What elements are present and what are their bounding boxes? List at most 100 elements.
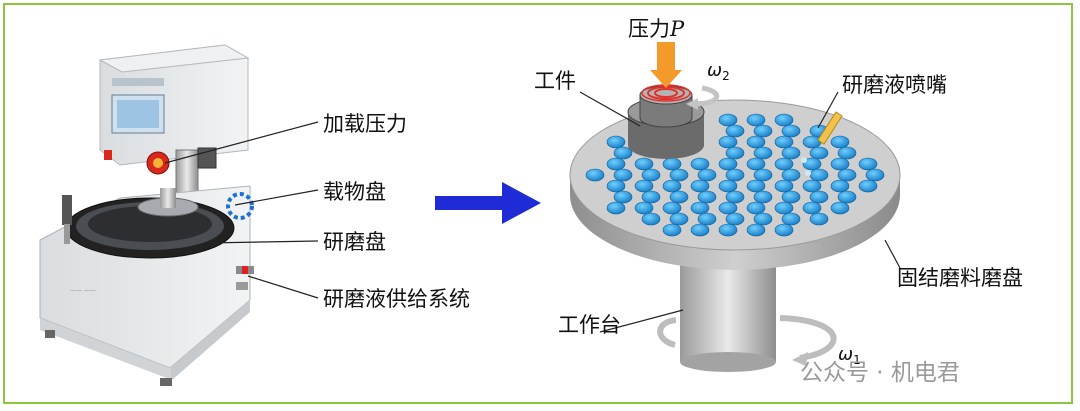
rotation-omega2-icon <box>694 85 719 107</box>
abrasive-pellet <box>774 223 794 237</box>
abrasive-pellet <box>746 135 766 149</box>
abrasive-pellet <box>718 201 738 215</box>
abrasive-pellet <box>725 124 745 138</box>
svg-text:—— ——: —— —— <box>70 287 96 294</box>
abrasive-pellet <box>809 212 829 226</box>
left-leader-lines <box>164 121 319 299</box>
abrasive-pellet <box>753 124 773 138</box>
abrasive-pellet <box>746 113 766 127</box>
abrasive-pellet <box>753 190 773 204</box>
abrasive-pellet <box>725 190 745 204</box>
abrasive-pellet <box>662 157 682 171</box>
label-workpiece: 工件 <box>534 69 576 93</box>
figure-frame <box>3 3 1073 404</box>
abrasive-pellet <box>606 201 626 215</box>
abrasive-pellet <box>718 157 738 171</box>
abrasive-pellet <box>718 113 738 127</box>
abrasive-pellet <box>725 146 745 160</box>
workpiece-assembly <box>627 84 705 159</box>
label-loading-pressure: 加载压力 <box>323 112 407 136</box>
abrasive-pellet <box>774 201 794 215</box>
label-pressure: 压力P <box>628 17 685 41</box>
label-nozzle: 研磨液喷嘴 <box>842 73 947 97</box>
abrasive-pellet <box>606 157 626 171</box>
abrasive-pellet <box>718 223 738 237</box>
abrasive-pellet <box>858 179 878 193</box>
abrasive-pellet <box>613 168 633 182</box>
label-grinding-plate: 研磨盘 <box>323 230 386 254</box>
abrasive-pellet <box>634 179 654 193</box>
abrasive-pellet <box>669 212 689 226</box>
abrasive-pellet <box>669 168 689 182</box>
abrasive-pellet <box>830 135 850 149</box>
abrasive-pellet <box>662 179 682 193</box>
abrasive-pellet <box>802 201 822 215</box>
abrasive-pellet <box>746 179 766 193</box>
label-worktable: 工作台 <box>558 313 621 337</box>
abrasive-pellet <box>781 212 801 226</box>
abrasive-pellet <box>858 157 878 171</box>
label-omega1: ω1 <box>838 344 861 367</box>
transition-arrow-icon <box>435 182 541 224</box>
abrasive-pellet <box>781 168 801 182</box>
abrasive-pellet <box>641 190 661 204</box>
abrasive-pellet <box>809 190 829 204</box>
abrasive-pellet <box>774 157 794 171</box>
watermark: 公众号 · 机电君 <box>800 360 960 386</box>
abrasive-pellet <box>774 135 794 149</box>
abrasive-pellet <box>781 190 801 204</box>
abrasive-pellet <box>697 212 717 226</box>
abrasive-pellet <box>830 179 850 193</box>
abrasive-pellet <box>669 190 689 204</box>
abrasive-pellet <box>606 179 626 193</box>
label-omega2: ω2 <box>707 60 730 83</box>
abrasive-pellet <box>641 168 661 182</box>
abrasive-pellet <box>690 223 710 237</box>
abrasive-pellet <box>781 146 801 160</box>
abrasive-pellet <box>753 212 773 226</box>
abrasive-pellet <box>802 157 822 171</box>
abrasive-pellet <box>746 201 766 215</box>
abrasive-pellet <box>830 201 850 215</box>
abrasive-pellet <box>634 201 654 215</box>
abrasive-pellet <box>802 135 822 149</box>
abrasive-pellet <box>809 168 829 182</box>
abrasive-pellet <box>753 146 773 160</box>
abrasive-pellet <box>613 146 633 160</box>
abrasive-pellet <box>837 146 857 160</box>
abrasive-pellet <box>718 135 738 149</box>
rotation-omega1-icon <box>779 315 837 361</box>
label-carrier-plate: 载物盘 <box>323 180 386 204</box>
abrasive-pellet <box>774 179 794 193</box>
abrasive-pellet <box>725 168 745 182</box>
abrasive-pellets <box>585 113 885 237</box>
lapping-machine: —— —— <box>39 44 254 386</box>
abrasive-pellet <box>746 157 766 171</box>
label-fluid-supply-system: 研磨液供给系统 <box>323 287 470 311</box>
abrasive-pellet <box>585 168 605 182</box>
nozzle-icon <box>801 111 843 176</box>
abrasive-pellet <box>837 168 857 182</box>
worktable-column <box>680 252 776 372</box>
abrasive-pellet <box>837 190 857 204</box>
abrasive-pellet <box>781 124 801 138</box>
abrasive-pellet <box>690 179 710 193</box>
abrasive-pellet <box>697 168 717 182</box>
abrasive-pellet <box>753 168 773 182</box>
abrasive-pellet <box>718 179 738 193</box>
abrasive-pellet <box>690 157 710 171</box>
abrasive-pellet <box>690 201 710 215</box>
abrasive-pellet <box>662 223 682 237</box>
abrasive-pellet <box>606 135 626 149</box>
abrasive-pellet <box>662 201 682 215</box>
abrasive-pellet <box>613 190 633 204</box>
abrasive-pellet <box>830 157 850 171</box>
abrasive-pellet <box>697 190 717 204</box>
abrasive-pellet <box>641 212 661 226</box>
right-leader-lines <box>579 91 901 333</box>
abrasive-pellet <box>746 223 766 237</box>
abrasive-pellet <box>802 179 822 193</box>
abrasive-pellet <box>725 212 745 226</box>
label-fixed-abrasive-plate: 固结磨料磨盘 <box>897 266 1023 290</box>
